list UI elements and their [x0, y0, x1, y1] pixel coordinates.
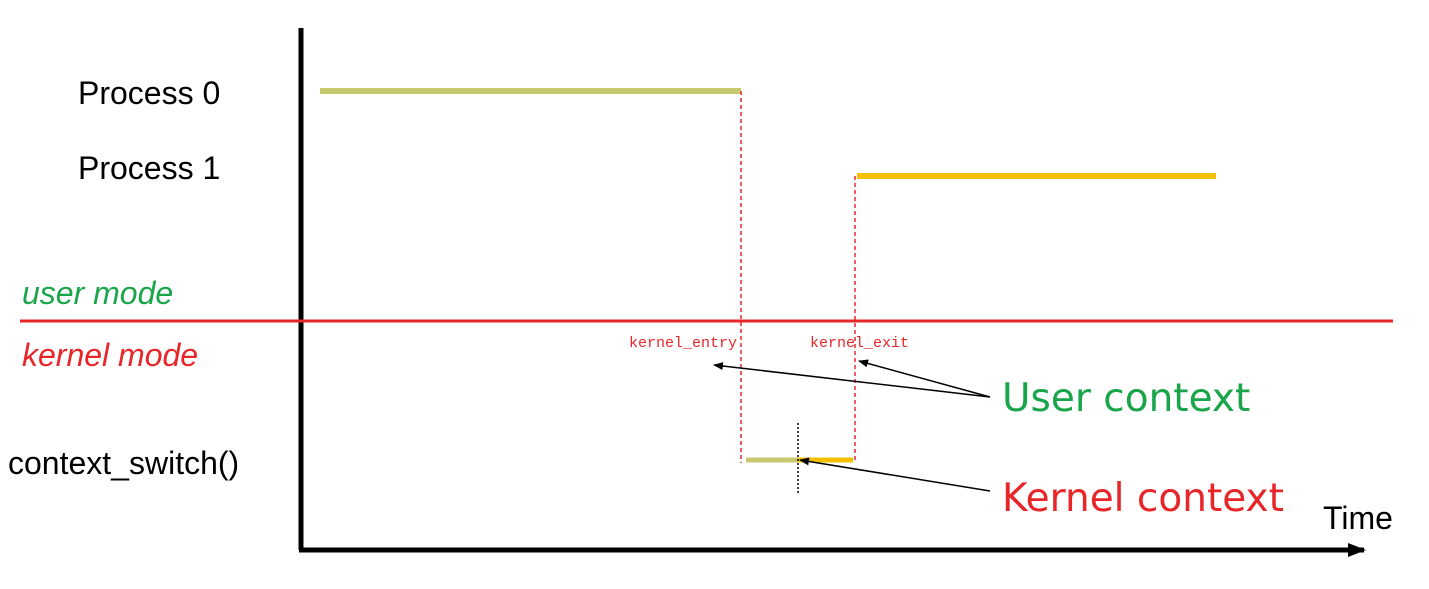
process-0-label: Process 0 — [78, 75, 221, 111]
kernel-mode-label: kernel mode — [22, 337, 199, 373]
user-context-arrow-exit — [858, 359, 991, 398]
kernel-entry-label: kernel_entry — [629, 335, 738, 352]
user-context-arrow-entry — [713, 362, 991, 398]
time-axis-label: Time — [1323, 500, 1393, 536]
user-mode-label: user mode — [22, 275, 174, 311]
context-switch-label: context_switch() — [8, 445, 240, 481]
process-1-label: Process 1 — [78, 150, 221, 186]
user-context-label: User context — [1002, 376, 1251, 421]
kernel-context-label: Kernel context — [1002, 476, 1284, 521]
kernel-context-arrow — [799, 457, 991, 492]
kernel-exit-label: kernel_exit — [810, 335, 910, 352]
